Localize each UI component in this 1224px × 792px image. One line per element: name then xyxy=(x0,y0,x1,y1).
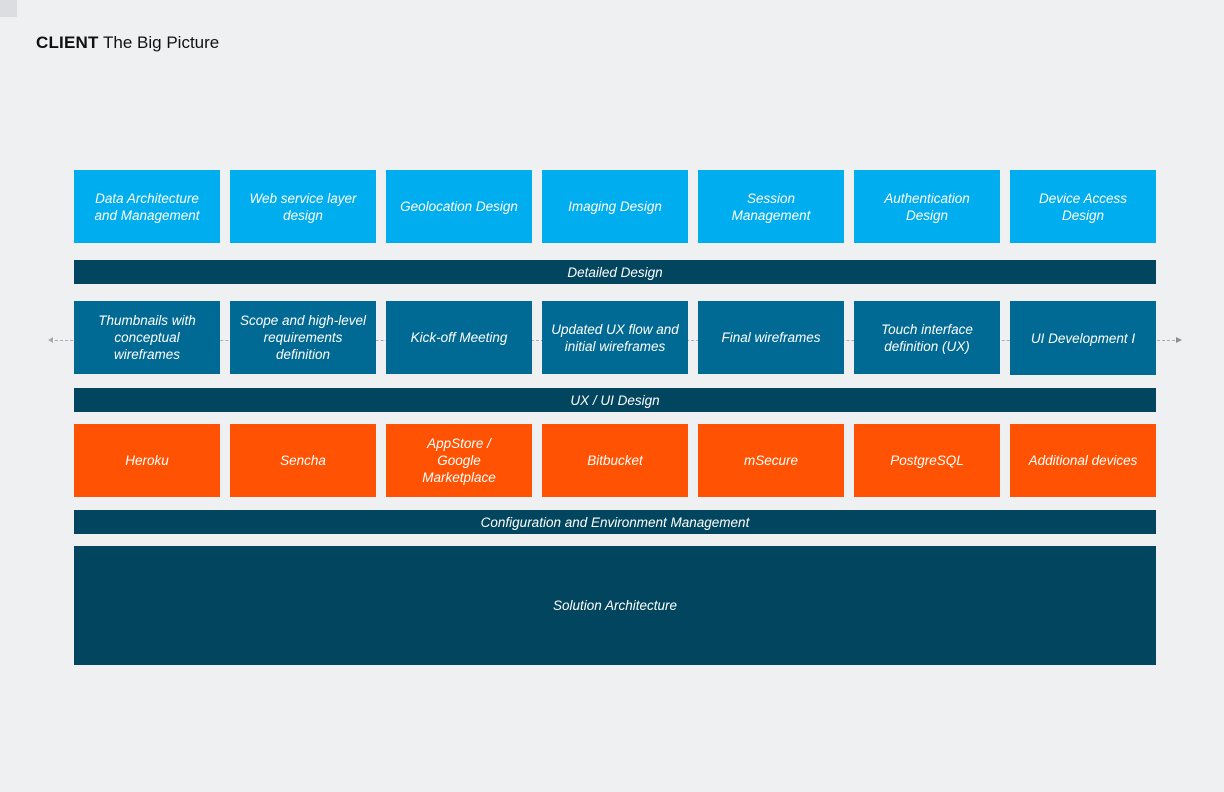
design-box-web-service: Web service layer design xyxy=(230,170,376,243)
design-row: Data Architecture and Management Web ser… xyxy=(74,170,1156,243)
ux-box-final-wireframes: Final wireframes xyxy=(698,301,844,374)
design-box-geolocation: Geolocation Design xyxy=(386,170,532,243)
ux-box-ui-development: UI Development I xyxy=(1010,301,1156,375)
config-box-appstore: AppStore / Google Marketplace xyxy=(386,424,532,497)
design-box-session: Session Management xyxy=(698,170,844,243)
config-box-heroku: Heroku xyxy=(74,424,220,497)
config-environment-bar: Configuration and Environment Management xyxy=(74,510,1156,534)
config-box-postgresql: PostgreSQL xyxy=(854,424,1000,497)
ux-row: Thumbnails with conceptual wireframes Sc… xyxy=(74,301,1156,375)
config-box-msecure: mSecure xyxy=(698,424,844,497)
ux-box-thumbnails: Thumbnails with conceptual wireframes xyxy=(74,301,220,374)
ux-box-updated-ux: Updated UX flow and initial wireframes xyxy=(542,301,688,374)
corner-tab xyxy=(0,0,17,17)
timeline-start-marker xyxy=(48,337,53,343)
config-box-additional-devices: Additional devices xyxy=(1010,424,1156,497)
design-box-authentication: Authentication Design xyxy=(854,170,1000,243)
page-subtitle: The Big Picture xyxy=(103,33,220,52)
timeline-arrow-icon xyxy=(1176,337,1182,343)
config-row: Heroku Sencha AppStore / Google Marketpl… xyxy=(74,424,1156,497)
config-box-bitbucket: Bitbucket xyxy=(542,424,688,497)
brand-name: CLIENT xyxy=(36,33,99,52)
solution-architecture-block: Solution Architecture xyxy=(74,546,1156,665)
ux-ui-design-bar: UX / UI Design xyxy=(74,388,1156,412)
config-box-sencha: Sencha xyxy=(230,424,376,497)
design-box-data-architecture: Data Architecture and Management xyxy=(74,170,220,243)
page-title: CLIENT The Big Picture xyxy=(36,33,219,53)
detailed-design-bar: Detailed Design xyxy=(74,260,1156,284)
ux-box-touch-interface: Touch interface definition (UX) xyxy=(854,301,1000,374)
ux-box-kickoff: Kick-off Meeting xyxy=(386,301,532,374)
design-box-device-access: Device Access Design xyxy=(1010,170,1156,243)
design-box-imaging: Imaging Design xyxy=(542,170,688,243)
ux-box-scope: Scope and high-level requirements defini… xyxy=(230,301,376,374)
